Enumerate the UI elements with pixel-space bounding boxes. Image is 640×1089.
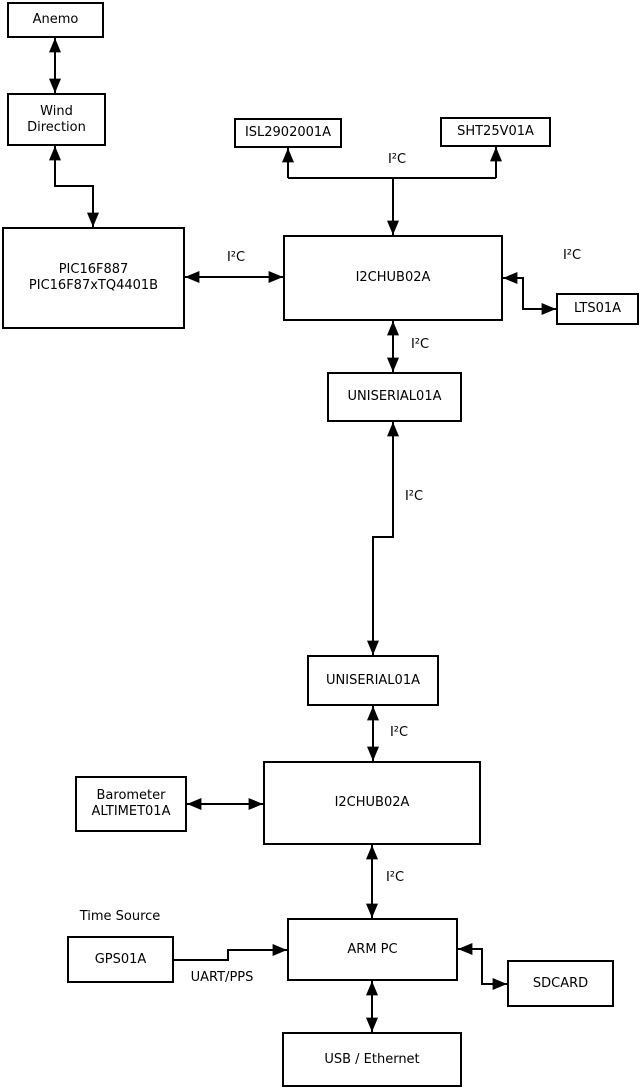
node-sdcard: SDCARD xyxy=(507,960,614,1007)
node-anemo: Anemo xyxy=(7,2,104,38)
node-pic16f887-label-line1: PIC16F887 xyxy=(58,262,129,277)
node-barometer-label-line2: ALTIMET01A xyxy=(91,804,171,819)
node-uniserial01a-lower: UNISERIAL01A xyxy=(307,655,439,706)
node-usb-ethernet-label: USB / Ethernet xyxy=(324,1051,420,1067)
node-pic16f887-label-line2: PIC16F87xTQ4401B xyxy=(28,278,159,293)
node-i2chub02a-lower: I2CHUB02A xyxy=(263,761,481,845)
node-isl2902001a: ISL2902001A xyxy=(234,118,342,148)
node-i2chub02a-upper-label: I2CHUB02A xyxy=(355,270,431,285)
label-i2c-hub1-uniserial1: I²C xyxy=(410,337,430,352)
node-isl2902001a-label: ISL2902001A xyxy=(244,125,332,140)
edge-gps-armpc xyxy=(174,944,287,961)
label-i2c-hub2-armpc: I²C xyxy=(385,870,405,885)
node-uniserial01a-upper-label: UNISERIAL01A xyxy=(347,389,442,404)
node-pic16f887: PIC16F887 PIC16F87xTQ4401B xyxy=(2,227,185,329)
node-lts01a: LTS01A xyxy=(556,293,639,325)
label-i2c-uniserial2-hub2: I²C xyxy=(389,725,409,740)
node-arm-pc-label: ARM PC xyxy=(347,941,398,957)
node-gps01a-label: GPS01A xyxy=(94,951,147,967)
edge-hub1-lts xyxy=(503,272,556,315)
node-wind-direction-label-line2: Direction xyxy=(27,119,86,135)
node-barometer-label-line1: Barometer xyxy=(96,788,166,803)
node-uniserial01a-upper: UNISERIAL01A xyxy=(327,372,462,422)
node-wind-direction-label-line1: Wind xyxy=(40,103,73,119)
node-sht25v01a: SHT25V01A xyxy=(440,117,551,147)
node-gps01a: GPS01A xyxy=(67,936,174,983)
edge-uniserial1-uniserial2 xyxy=(367,422,399,655)
node-i2chub02a-upper: I2CHUB02A xyxy=(283,235,503,321)
node-barometer: Barometer ALTIMET01A xyxy=(75,776,187,832)
node-wind-direction: Wind Direction xyxy=(7,93,106,146)
label-i2c-uniserial1-uniserial2: I²C xyxy=(404,489,424,504)
label-i2c-pic-hub1: I²C xyxy=(226,250,246,265)
label-i2c-lts: I²C xyxy=(562,248,582,263)
node-sdcard-label: SDCARD xyxy=(532,975,589,991)
label-uart-pps: UART/PPS xyxy=(190,970,254,985)
node-arm-pc: ARM PC xyxy=(287,918,458,981)
label-i2c-sensor-bus: I²C xyxy=(387,152,407,167)
node-i2chub02a-lower-label: I2CHUB02A xyxy=(334,795,410,810)
label-time-source: Time Source xyxy=(79,909,161,924)
edge-armpc-sdcard xyxy=(458,943,507,990)
node-anemo-label: Anemo xyxy=(32,12,79,27)
edge-wind-pic xyxy=(49,145,99,228)
node-sht25v01a-label: SHT25V01A xyxy=(457,124,534,139)
node-uniserial01a-lower-label: UNISERIAL01A xyxy=(326,672,420,688)
node-usb-ethernet: USB / Ethernet xyxy=(282,1032,462,1087)
node-lts01a-label: LTS01A xyxy=(573,301,622,316)
